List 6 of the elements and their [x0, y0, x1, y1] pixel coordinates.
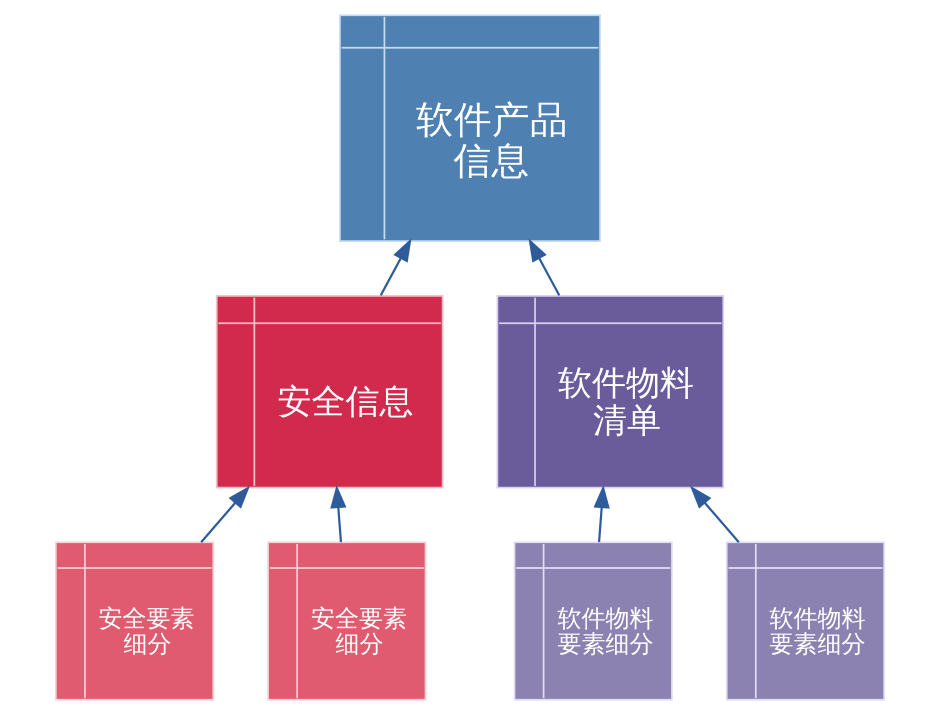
arrow	[528, 238, 560, 296]
arrow	[594, 484, 610, 542]
arrow	[330, 484, 346, 542]
arrow	[380, 238, 412, 296]
arrow	[690, 486, 740, 543]
arrow	[200, 486, 250, 543]
